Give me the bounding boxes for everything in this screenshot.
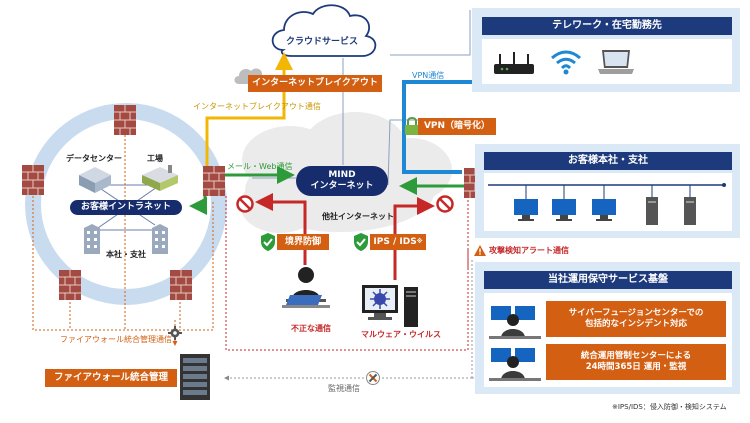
mind-line1: MIND [328, 169, 356, 180]
shield-icon [261, 233, 275, 251]
factory-icon [142, 165, 178, 191]
hq-devices [488, 183, 726, 225]
service1-line2: 包括的なインシデント対応 [584, 319, 687, 329]
operator-icon [489, 348, 541, 381]
hacker-icon [282, 267, 330, 308]
datacenter-label: データセンター [66, 154, 122, 163]
boundary-defense-label: 境界防御 [277, 234, 329, 250]
service2-line1: 統合運用管制センターによる [580, 350, 692, 361]
shield-icon [354, 233, 368, 251]
datacenter-icon [79, 167, 111, 193]
service1-line1: サイバーフュージョンセンターでの [568, 307, 704, 318]
branch-label: 本社・支社 [106, 250, 146, 259]
branch-building-icon [84, 224, 100, 254]
gear-icon [168, 326, 182, 340]
breakout-label: インターネットブレイクアウト [248, 75, 382, 92]
ops-title: 当社運用保守サービス基盤 [484, 271, 732, 289]
service-cyber-fusion: サイバーフュージョンセンターでの 包括的なインシデント対応 [546, 301, 726, 337]
unauthorized-label: 不正な通信 [291, 324, 331, 333]
fw-mgmt-comm-label: ファイアウォール統合管理通信 [60, 335, 172, 344]
monitor-label: 監視通信 [328, 384, 360, 393]
intranet-green-arrow [189, 196, 207, 215]
vpn-comm-label: VPN通信 [412, 71, 445, 80]
service-integrated-ops: 統合運用管制センターによる 24時間365日 運用・監視 [546, 344, 726, 380]
cloud-service-shape [271, 4, 377, 57]
tools-icon [366, 371, 380, 385]
hq-title: お客様本社・支社 [484, 152, 732, 170]
ips-ids-mark: ※ [416, 238, 423, 245]
lock-icon [405, 117, 419, 135]
warning-icon [474, 245, 486, 256]
other-internet-label: 他社インターネット [322, 212, 394, 221]
mail-web-label: メール・Web通信 [227, 162, 293, 171]
service2-line2: 24時間365日 運用・監視 [585, 362, 687, 372]
alert-label: 攻撃検知アラート通信 [489, 246, 569, 255]
laptop-icon [598, 50, 634, 74]
mind-internet-badge: MIND インターネット [296, 166, 388, 196]
malware-label: マルウェア・ウイルス [361, 330, 441, 339]
router-icon [494, 52, 534, 74]
cloud-service-label: クラウドサービス [286, 37, 359, 47]
firewall-icon [203, 166, 225, 196]
server-rack-icon [180, 354, 210, 400]
alert-dotted-path [225, 196, 469, 351]
firewall-icon [59, 270, 81, 300]
telework-title: テレワーク・在宅勤務先 [482, 17, 732, 35]
mind-line2: インターネット [310, 181, 374, 191]
malware-pc-icon [362, 285, 418, 327]
footnote: ※IPS/IDS：侵入防御・検知システム [612, 403, 727, 411]
operator-icon [489, 306, 541, 339]
malware-path [393, 197, 435, 280]
ips-ids-text: IPS / IDS [373, 236, 417, 247]
firewall-icon [114, 105, 136, 135]
ips-ids-label: IPS / IDS※ [370, 234, 426, 250]
firewall-icon [170, 270, 192, 300]
block-icon-right [436, 195, 454, 213]
branch-building-icon [152, 224, 168, 254]
breakout-comm-label: インターネットブレイクアウト通信 [193, 102, 321, 111]
vpn-encryption-label: VPN（暗号化） [418, 118, 496, 135]
factory-label: 工場 [147, 154, 163, 163]
fw-mgmt-label: ファイアウォール統合管理 [45, 369, 177, 387]
intranet-label: お客様イントラネット [70, 200, 182, 215]
block-icon-left [236, 195, 254, 213]
wifi-icon [551, 50, 581, 75]
firewall-icon [22, 165, 44, 195]
